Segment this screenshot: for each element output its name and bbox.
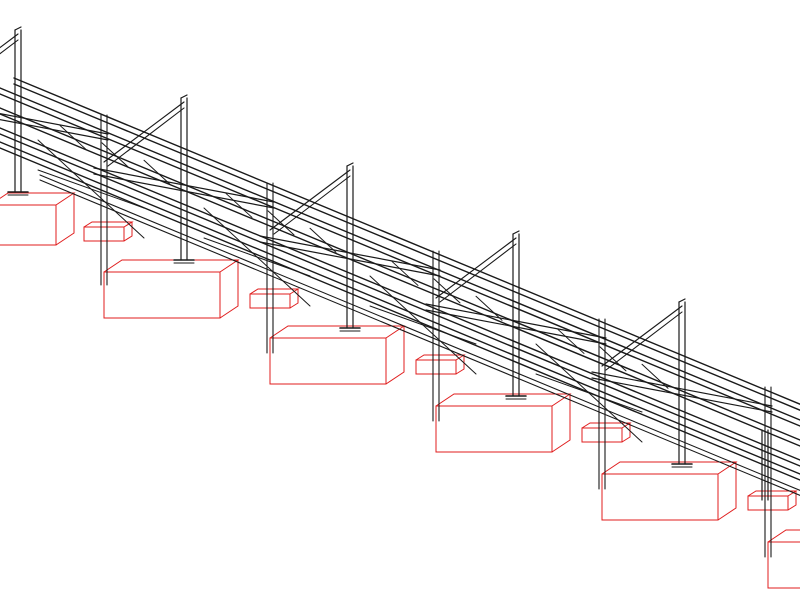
longitudinal-beam xyxy=(0,93,800,427)
small-foundation-pad xyxy=(581,422,632,443)
knee-brace xyxy=(103,101,185,163)
steel-structure xyxy=(0,26,800,558)
rung xyxy=(59,124,87,150)
transverse-beam xyxy=(591,377,773,413)
rung xyxy=(433,278,461,304)
column-cap xyxy=(346,162,354,167)
longitudinal-beam xyxy=(0,87,800,421)
small-foundation-pad xyxy=(747,490,798,511)
large-foundation-block xyxy=(269,325,406,385)
large-foundation-block xyxy=(103,259,240,319)
column-cap xyxy=(180,94,188,99)
x-brace xyxy=(535,373,643,413)
large-foundation-block xyxy=(435,393,572,453)
rung xyxy=(101,142,129,168)
transverse-beam xyxy=(425,309,607,345)
longitudinal-beam xyxy=(39,179,800,496)
longitudinal-beam xyxy=(0,127,800,461)
transverse-beam xyxy=(259,235,441,271)
longitudinal-beam xyxy=(0,107,800,441)
column-cap xyxy=(14,26,22,31)
longitudinal-beam xyxy=(39,174,800,491)
rung xyxy=(267,210,295,236)
rung xyxy=(391,260,419,286)
rung xyxy=(599,346,627,372)
transverse-beam xyxy=(0,118,109,141)
transverse-beam xyxy=(591,371,773,407)
longitudinal-beam xyxy=(0,133,800,467)
rung xyxy=(225,192,253,218)
knee-brace xyxy=(107,107,185,167)
knee-brace xyxy=(273,175,351,235)
longitudinal-beam xyxy=(13,83,800,411)
longitudinal-beam xyxy=(0,147,800,481)
knee-brace xyxy=(605,311,683,371)
large-foundation-block xyxy=(0,192,76,246)
rung xyxy=(309,227,337,253)
knee-brace xyxy=(0,33,19,49)
transverse-beam xyxy=(259,241,441,277)
rung xyxy=(641,363,669,389)
longitudinal-beam xyxy=(0,141,800,475)
knee-brace xyxy=(601,305,683,367)
small-foundation-pad xyxy=(249,288,300,309)
knee-brace xyxy=(439,243,517,303)
longitudinal-beam xyxy=(13,77,800,405)
knee-brace xyxy=(435,237,517,299)
large-foundation-block xyxy=(601,461,738,521)
transverse-beam xyxy=(0,112,109,135)
knee-brace xyxy=(269,169,351,231)
rung xyxy=(143,159,171,185)
longitudinal-beam xyxy=(0,113,800,447)
rung xyxy=(475,295,503,321)
foundation-group xyxy=(0,192,800,589)
x-brace xyxy=(37,169,145,209)
x-brace xyxy=(369,305,477,345)
transverse-beam xyxy=(93,167,275,203)
knee-brace xyxy=(0,39,19,55)
transverse-beam xyxy=(93,173,275,209)
x-brace xyxy=(203,237,311,277)
small-foundation-pad xyxy=(83,221,134,242)
small-foundation-pad xyxy=(415,354,466,375)
transverse-beam xyxy=(425,303,607,339)
column-cap xyxy=(512,230,520,235)
rung xyxy=(557,328,585,354)
large-foundation-block xyxy=(767,529,800,589)
column-cap xyxy=(678,298,686,303)
